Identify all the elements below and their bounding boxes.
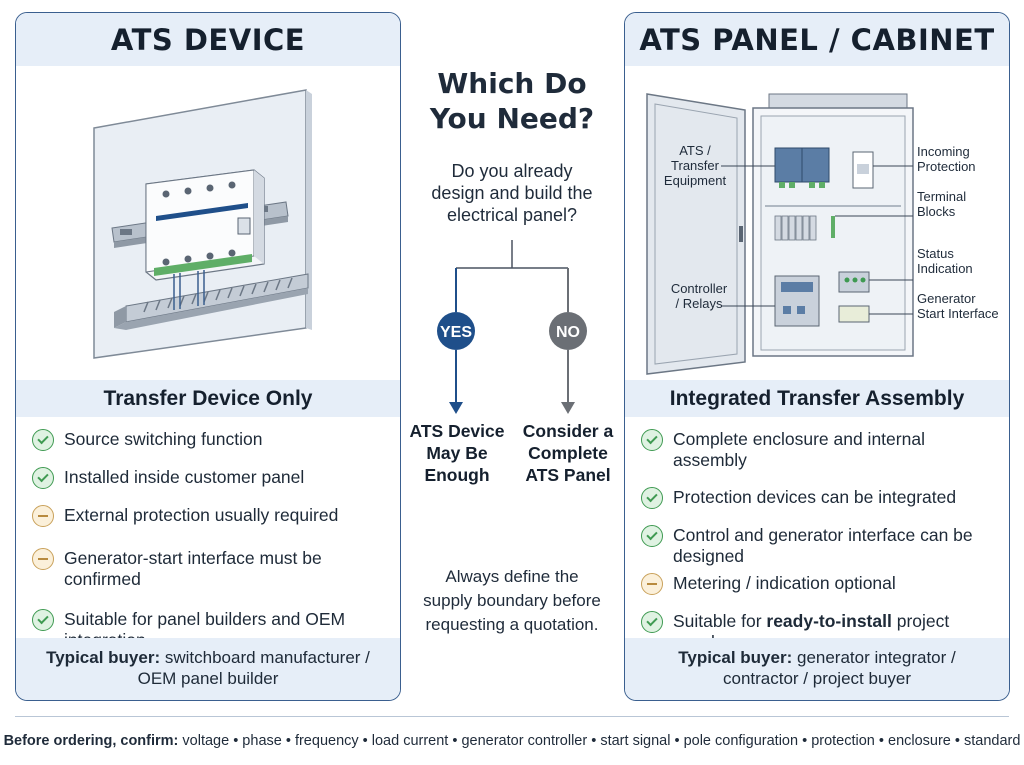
no-badge <box>549 312 587 350</box>
callout-line: Start Interface <box>917 306 999 321</box>
callout-terminal-blocks: Terminal Blocks <box>917 189 966 219</box>
list-item: Source switching function <box>32 429 390 451</box>
advice-note: Always define the supply boundary before… <box>416 565 608 637</box>
outcome-line: May Be <box>426 443 488 463</box>
list-item: Complete enclosure and internal assembly <box>641 429 999 471</box>
check-icon <box>641 611 663 633</box>
din-rail-device-image <box>93 89 312 359</box>
callout-line: / Relays <box>675 296 723 311</box>
yes-outcome: ATS Device May Be Enough <box>409 420 505 486</box>
minus-icon <box>641 573 663 595</box>
no-arrow-head <box>561 402 575 414</box>
item-text: Metering / indication optional <box>673 573 896 593</box>
panel-subtitle: Transfer Device Only <box>16 380 400 417</box>
panel-title: ATS PANEL / CABINET <box>625 13 1009 66</box>
check-icon <box>641 525 663 547</box>
buyer-label: Typical buyer: <box>46 648 161 667</box>
item-text: Generator-start interface must be confir… <box>64 548 322 589</box>
list-item: External protection usually required <box>32 505 390 527</box>
typical-buyer: Typical buyer: switchboard manufacturer … <box>16 638 400 700</box>
callout-line: Incoming <box>917 144 970 159</box>
decision-question: Do you already design and build the elec… <box>416 160 608 226</box>
minus-icon <box>32 548 54 570</box>
outcome-line: ATS Panel <box>525 465 611 485</box>
footer-label: Before ordering, confirm: <box>3 733 179 749</box>
item-text: Protection devices can be integrated <box>673 487 957 507</box>
item-text: Source switching function <box>64 429 263 449</box>
callout-line: Generator <box>917 291 976 306</box>
note-line: supply boundary before <box>423 591 601 610</box>
callout-line: Terminal <box>917 189 967 204</box>
callout-incoming-protection: Incoming Protection <box>917 144 976 174</box>
list-item: Protection devices can be integrated <box>641 487 999 509</box>
decision-flowchart: YES NO <box>437 240 587 414</box>
callout-line: Blocks <box>917 204 956 219</box>
cabinet-illustration <box>625 66 1009 380</box>
callout-line: ATS / <box>679 143 711 158</box>
ats-device-panel: ATS DEVICE <box>15 12 401 701</box>
question-line: electrical panel? <box>446 205 578 225</box>
buyer-text-2: contractor / project buyer <box>722 669 912 688</box>
yes-arrow-head <box>449 402 463 414</box>
ats-device-illustration <box>16 66 400 380</box>
outcome-line: Enough <box>424 465 490 485</box>
ordering-checklist: Before ordering, confirm: voltage • phas… <box>0 733 1024 749</box>
note-line: requesting a quotation. <box>425 615 599 634</box>
buyer-text: switchboard manufacturer / <box>164 648 370 667</box>
typical-buyer: Typical buyer: generator integrator / co… <box>625 638 1009 700</box>
minus-icon <box>32 505 54 527</box>
note-line: Always define the <box>445 567 579 586</box>
item-text-prefix: Suitable for <box>673 611 767 631</box>
callout-line: Transfer <box>671 158 719 173</box>
title-line: Which Do <box>437 67 587 100</box>
footer-divider <box>15 716 1009 717</box>
callout-line: Controller <box>670 281 728 296</box>
outcome-line: Consider a <box>522 421 614 441</box>
list-item: Metering / indication optional <box>641 573 999 595</box>
question-line: design and build the <box>431 183 593 203</box>
question-line: Do you already <box>451 161 573 181</box>
yes-label: YES <box>440 324 472 341</box>
panel-title: ATS DEVICE <box>16 13 400 66</box>
feature-list: Source switching function Installed insi… <box>32 429 390 667</box>
yes-badge <box>437 312 475 350</box>
callout-line: Protection <box>917 159 976 174</box>
panel-subtitle: Integrated Transfer Assembly <box>625 380 1009 417</box>
callout-line: Indication <box>917 261 973 276</box>
list-item: Control and generator interface can be d… <box>641 525 999 567</box>
buyer-text: generator integrator / <box>796 648 956 667</box>
check-icon <box>32 467 54 489</box>
check-icon <box>641 429 663 451</box>
check-icon <box>641 487 663 509</box>
buyer-label: Typical buyer: <box>678 648 793 667</box>
callout-line: Equipment <box>663 173 727 188</box>
list-item: Generator-start interface must be confir… <box>32 548 390 590</box>
check-icon <box>32 609 54 631</box>
item-text: Complete enclosure and internal assembly <box>673 429 925 470</box>
buyer-text-2: OEM panel builder <box>137 669 279 688</box>
ats-panel-cabinet-panel: ATS PANEL / CABINET <box>624 12 1010 701</box>
callout-generator-start: Generator Start Interface <box>917 291 999 321</box>
check-icon <box>32 429 54 451</box>
callout-status-indication: Status Indication <box>917 246 973 276</box>
outcome-line: Complete <box>528 443 608 463</box>
feature-list: Complete enclosure and internal assembly… <box>641 429 999 669</box>
list-item: Installed inside customer panel <box>32 467 390 489</box>
no-outcome: Consider a Complete ATS Panel <box>520 420 616 486</box>
item-text-bold: ready-to-install <box>766 611 892 631</box>
cabinet-image <box>646 93 914 375</box>
outcome-line: ATS Device <box>409 421 505 441</box>
center-title: Which Do You Need? <box>416 66 608 136</box>
no-label: NO <box>556 324 580 341</box>
item-text: Control and generator interface can be d… <box>673 525 973 566</box>
title-line: You Need? <box>429 102 595 135</box>
item-text: Installed inside customer panel <box>64 467 305 487</box>
footer-text: voltage • phase • frequency • load curre… <box>182 733 1021 749</box>
item-text: External protection usually required <box>64 505 339 525</box>
callout-ats-equipment: ATS / Transfer Equipment <box>655 143 735 188</box>
callout-controller: Controller / Relays <box>659 281 739 311</box>
callout-line: Status <box>917 246 954 261</box>
